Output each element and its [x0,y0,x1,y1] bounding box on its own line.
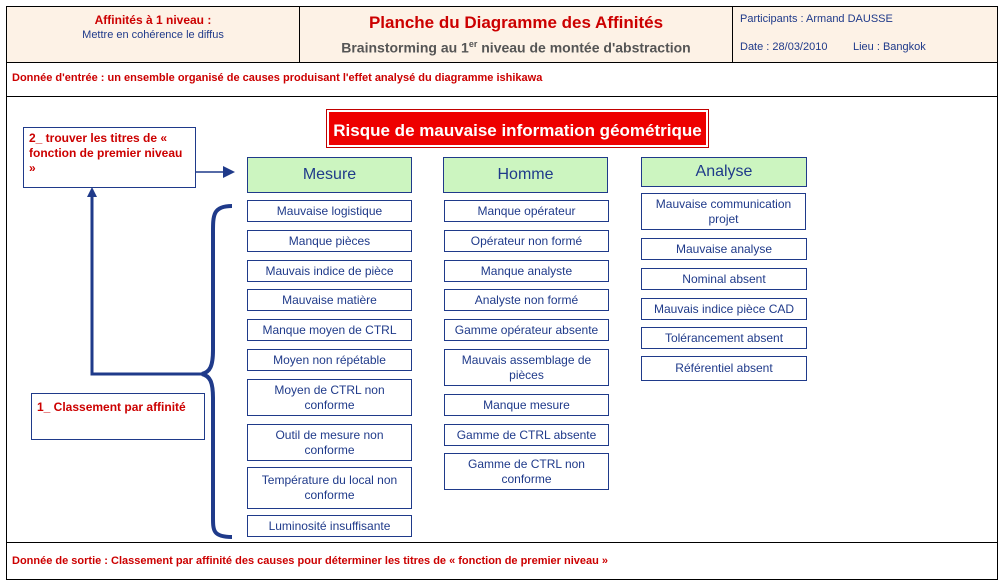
affinity-card: Gamme de CTRL non conforme [444,453,609,490]
affinity-card: Mauvaise analyse [641,238,807,260]
affinity-card: Manque pièces [247,230,412,252]
affinity-card: Température du local non conforme [247,467,412,509]
arrow-up-head [87,187,97,197]
page-title: Planche du Diagramme des Affinités [368,13,664,32]
output-data-row: Donnée de sortie : Classement par affini… [6,542,998,580]
column-header-homme: Homme [443,157,608,193]
participants-label: Participants : Armand DAUSSE [740,13,893,25]
affinity-card: Référentiel absent [641,356,807,381]
location-label: Lieu : Bangkok [853,41,926,53]
affinity-card: Gamme opérateur absente [444,319,609,341]
note-step1: 1_ Classement par affinité [31,393,205,440]
affinity-card: Manque mesure [444,394,609,416]
affinity-card: Mauvais assemblage de pièces [444,349,609,386]
header-left-title: Affinités à 1 niveau : [94,13,212,27]
affinity-card: Mauvais indice de pièce [247,260,412,282]
affinity-card: Moyen de CTRL non conforme [247,379,412,416]
affinity-card: Luminosité insuffisante [247,515,412,537]
affinity-card: Gamme de CTRL absente [444,424,609,446]
column-header-analyse: Analyse [641,157,807,187]
affinity-card: Mauvaise matière [247,289,412,311]
header-right-panel: Participants : Armand DAUSSE Date : 28/0… [732,6,998,63]
affinity-card: Nominal absent [641,268,807,290]
affinity-card: Manque opérateur [444,200,609,222]
affinity-card: Moyen non répétable [247,349,412,371]
affinity-card: Mauvaise communication projet [641,193,806,230]
arrow-up-line [90,195,202,376]
affinity-card: Manque moyen de CTRL [247,319,412,341]
note-step2: 2_ trouver les titres de « fonction de p… [23,127,196,188]
affinity-card: Mauvais indice pièce CAD [641,298,807,320]
page-subtitle: Brainstorming au 1er niveau de montée d'… [341,39,691,56]
main-title-box: Risque de mauvaise information géométriq… [326,109,709,148]
header-left-panel: Affinités à 1 niveau : Mettre en cohéren… [6,6,300,63]
header-center-panel: Planche du Diagramme des Affinités Brain… [299,6,733,63]
column-header-mesure: Mesure [247,157,412,193]
affinity-card: Outil de mesure non conforme [247,424,412,461]
affinity-card: Opérateur non formé [444,230,609,252]
affinity-card: Tolérancement absent [641,327,807,349]
header-left-subtitle: Mettre en cohérence le diffus [82,29,224,41]
affinity-card: Analyste non formé [444,289,609,311]
date-label: Date : 28/03/2010 [740,41,828,53]
affinity-card: Mauvaise logistique [247,200,412,222]
grouping-brace [201,204,233,539]
affinity-card: Manque analyste [444,260,609,282]
